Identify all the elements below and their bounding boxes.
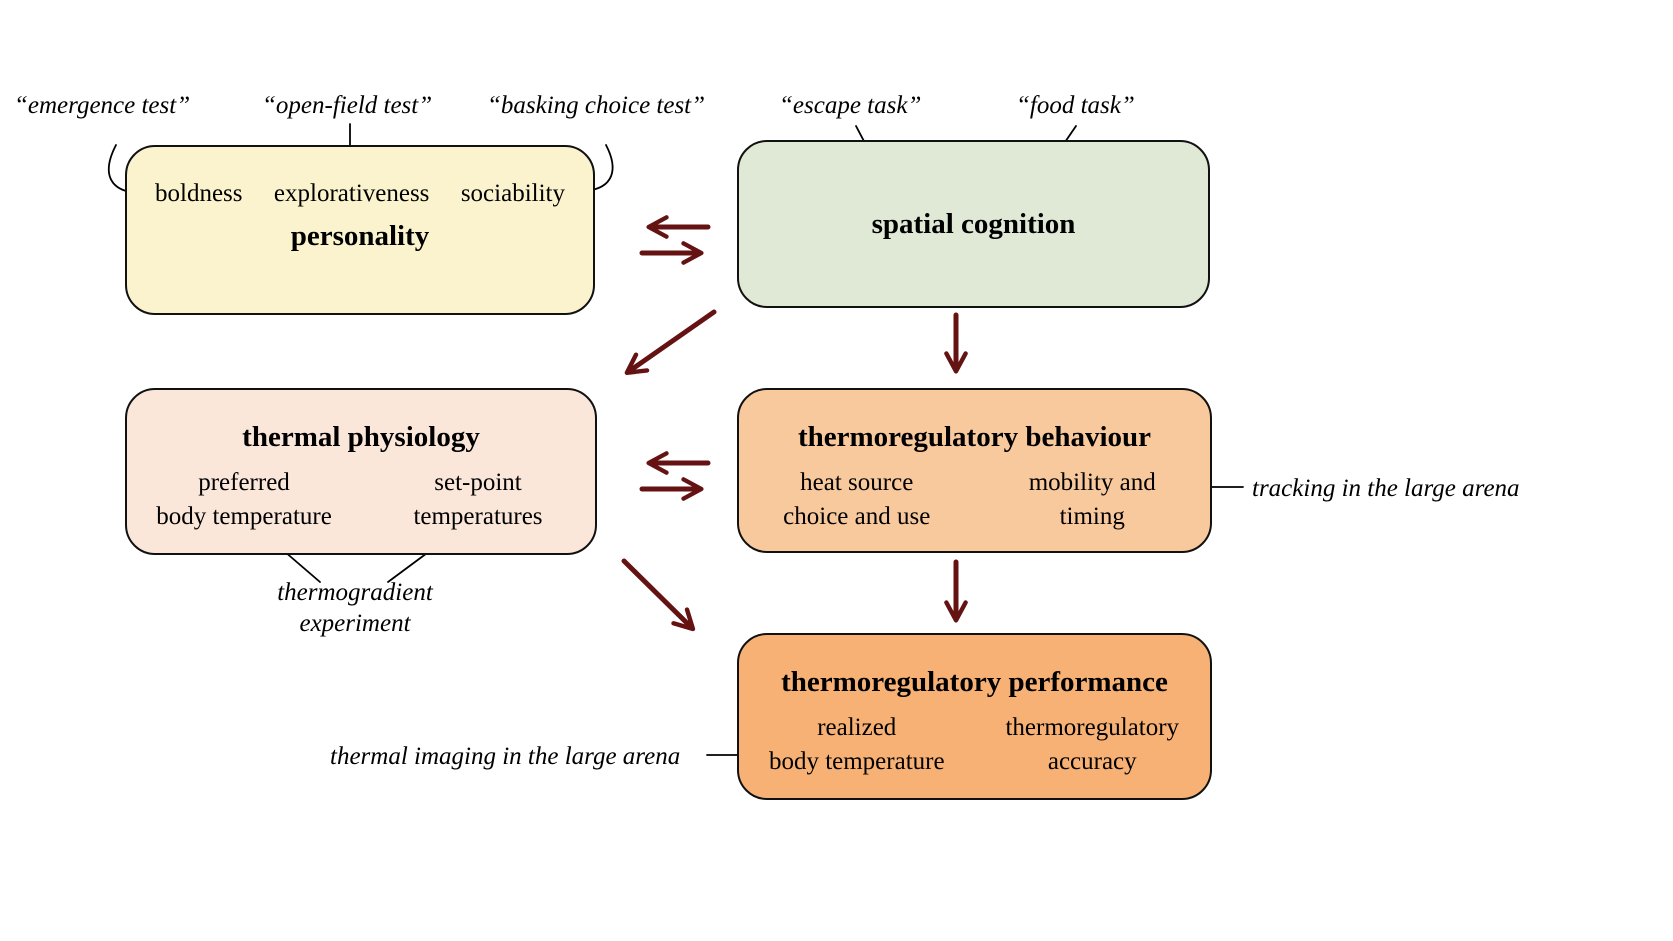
arrow-physiology-to-performance [621,558,696,632]
personality-traits-row: boldness explorativeness sociability [127,147,593,209]
label-basking-choice-test: “basking choice test” [487,92,706,119]
item-mobility-timing: mobility and timing [1028,469,1156,530]
trait-sociability: sociability [460,180,565,207]
thermoregulatory-behaviour-items: heat source choice and use mobility and … [739,466,1210,534]
label-tracking-large-arena: tracking in the large arena [1252,475,1520,502]
personality-title: personality [290,220,430,252]
item-set-point-temperatures: set-point temperatures [413,469,543,530]
arrow-spatial-to-physiology [624,309,717,375]
label-food-task: “food task” [1016,92,1135,119]
thermal-physiology-title: thermal physiology [242,421,480,453]
trait-explorativeness: explorativeness [273,180,430,207]
label-emergence-test: “emergence test” [14,92,191,119]
item-heat-source-choice: heat source choice and use [783,469,931,530]
thermoregulatory-behaviour-title: thermoregulatory behaviour [797,421,1152,453]
item-realized-body-temperature: realized body temperature [768,714,945,775]
thermoregulatory-performance-box: thermoregulatory performance realized bo… [737,633,1212,800]
personality-box: boldness explorativeness sociability per… [125,145,595,315]
thermal-physiology-items: preferred body temperature set-point tem… [127,466,595,534]
thermal-physiology-box: thermal physiology preferred body temper… [125,388,597,555]
thermoregulatory-performance-items: realized body temperature thermoregulato… [739,711,1210,779]
spatial-cognition-title: spatial cognition [871,208,1076,240]
spatial-cognition-box: spatial cognition [737,140,1210,308]
label-escape-task: “escape task” [779,92,922,119]
thermoregulatory-performance-title: thermoregulatory performance [781,666,1168,698]
label-thermogradient-experiment: thermogradient experiment [277,579,433,637]
label-open-field-test: “open-field test” [262,92,433,119]
item-thermoregulatory-accuracy: thermoregulatory accuracy [1005,714,1180,775]
label-thermal-imaging-large-arena: thermal imaging in the large arena [330,743,681,770]
item-preferred-body-temperature: preferred body temperature [156,469,332,530]
thermoregulatory-behaviour-box: thermoregulatory behaviour heat source c… [737,388,1212,553]
trait-boldness: boldness [155,180,243,207]
